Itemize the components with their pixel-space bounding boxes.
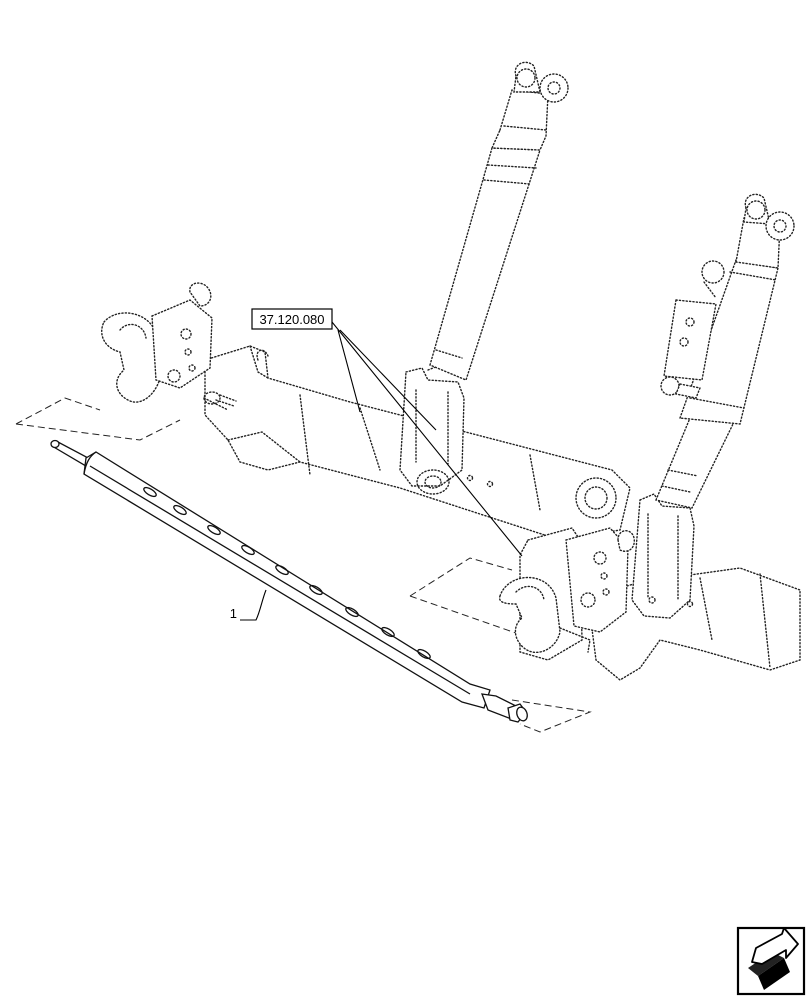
next-page-arrow-icon[interactable]	[736, 926, 806, 996]
reference-label-text[interactable]: 37.120.080	[259, 312, 324, 327]
dashed-outline-shaft-end	[511, 699, 592, 733]
reference-leader-lower	[331, 321, 523, 557]
right-lift-rod	[631, 193, 795, 619]
part-callout-1[interactable]: 1	[230, 589, 267, 621]
dashed-outline-left	[15, 397, 181, 441]
left-lift-rod	[399, 61, 569, 495]
right-quick-hook	[498, 527, 635, 661]
reference-label-box[interactable]	[251, 308, 333, 330]
part-number-label[interactable]: 1	[230, 606, 237, 621]
left-quick-hook	[101, 282, 237, 411]
part-callout-leader	[240, 589, 267, 621]
cross-shaft	[50, 439, 528, 723]
reference-leader-mid	[339, 329, 437, 431]
reference-leader-upper	[337, 329, 361, 413]
reference-callout[interactable]: 37.120.080	[251, 308, 523, 557]
